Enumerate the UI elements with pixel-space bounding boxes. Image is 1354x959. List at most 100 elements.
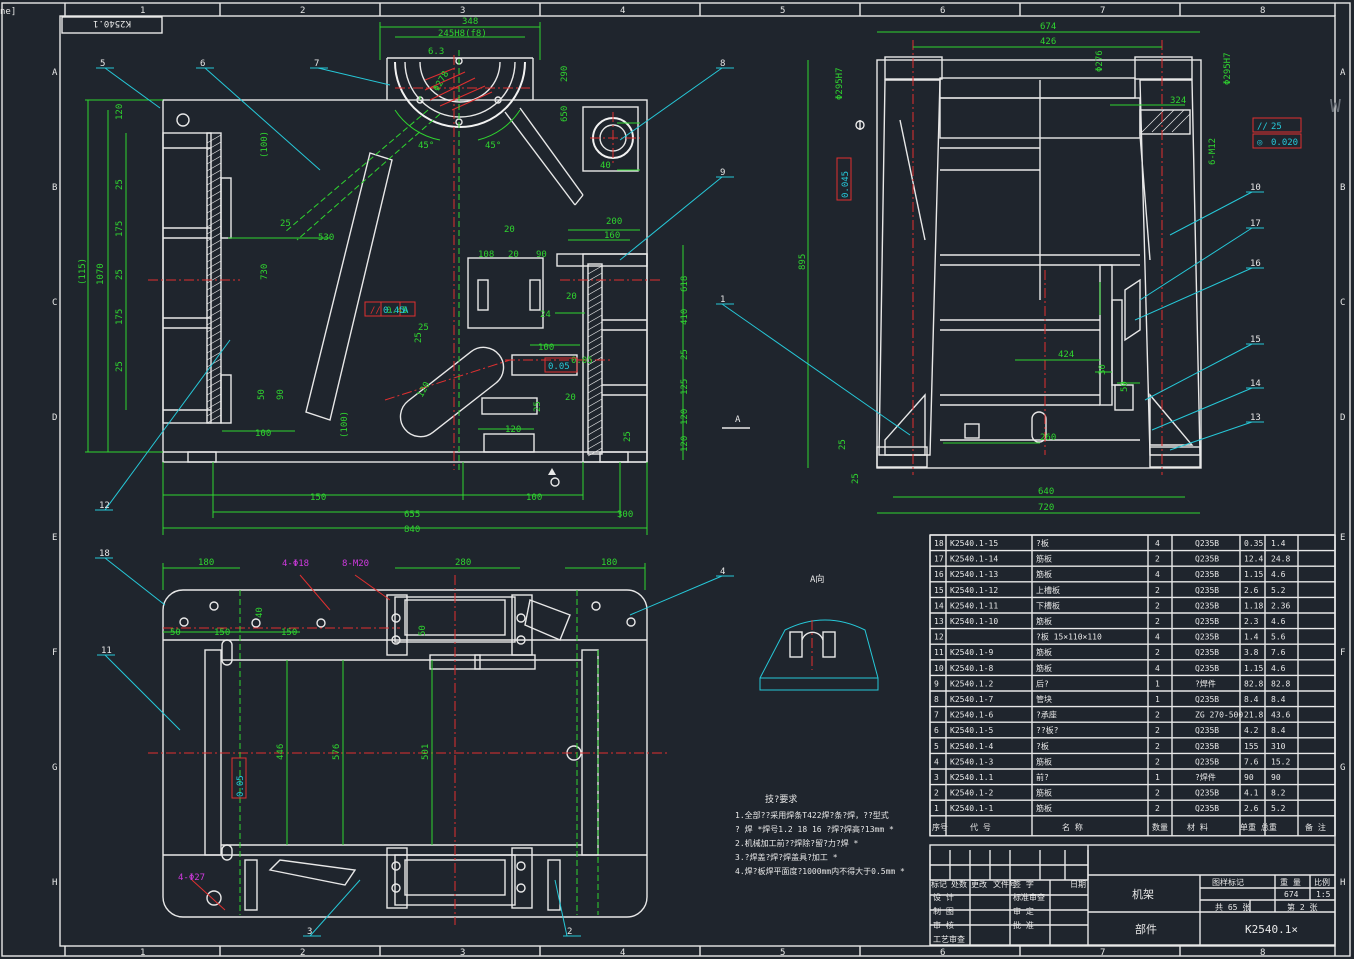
bom-cell: 155 [1244,742,1259,751]
balloon-number: 8 [720,59,725,69]
bom-cell: 8.2 [1271,789,1286,798]
title-block-grid: 标记处数更改文件号签 字日期设 计制 图审 核工艺审查标准审查审 定批 准 [929,850,1089,945]
view-a-detail[interactable]: A向 [759,573,879,691]
bom-header-cell: 材 料 [1187,822,1208,832]
bom-cell: K2540.1-4 [950,742,994,751]
bom-cell: K2540.1.2 [950,679,994,688]
drawing-no-box-flipped [61,16,163,34]
bom-cell: ?板 [1036,538,1049,548]
balloon-number: 14 [1250,379,1261,389]
svg-text:0.05: 0.05 [236,775,246,797]
plan-dim-value: 150 [214,628,230,638]
bom-cell: 2 [934,789,939,798]
svg-text:0.020: 0.020 [1271,138,1298,148]
front-view[interactable]: 348245H8(f8)6.3Φ2782906504045°45°2553020… [78,17,750,535]
inner-border [59,15,1336,947]
bom-cell: 12 [934,633,944,642]
side-dim-value: 720 [1038,503,1054,513]
balloon-leader [721,303,911,436]
bom-cell: 1.18 [1244,601,1263,610]
rev-header-cell: 签 字 [1013,879,1034,889]
svg-text:◎: ◎ [1257,138,1263,148]
bom-cell: 8 [934,695,939,704]
bom-cell: 21.8 [1244,711,1263,720]
front-dim-value: 90 [536,250,547,260]
front-dim-value: 45° [485,141,501,151]
slotted-plate [399,346,505,438]
bom-cell: 1 [1155,679,1160,688]
bom-cell: 9 [934,679,939,688]
bom-cell: 12.4 [1244,555,1263,564]
bom-cell: 2 [1155,804,1160,813]
front-dim-value: (100) [340,411,350,438]
rev-header-cell: 标记 [931,879,947,889]
front-dim-value: 25 [418,323,429,333]
bom-cell: 2 [1155,617,1160,626]
bom-cell: 后? [1036,678,1049,688]
rev-header-cell: 日期 [1070,880,1086,889]
balloon-number: 2 [567,927,572,937]
front-dim-value: 290 [560,66,570,82]
bom-cell: 筋板 [1036,756,1052,766]
balloon-leader [104,557,166,606]
row-zone-label: B [1340,183,1345,193]
front-dim-value: 348 [462,17,478,27]
bom-cell: 4.6 [1271,617,1286,626]
front-dim-value: 650 [560,106,570,122]
row-zone-label: H [1340,878,1345,888]
plan-dim-value: 4-Φ18 [282,559,309,569]
bom-cell: K2540.1-5 [950,726,994,735]
side-tolerance-box-2 [1252,133,1302,149]
bom-cell: K2540.1-11 [950,601,998,610]
bom-cell: 上槽板 [1036,585,1060,595]
row-zone-label: G [52,763,57,773]
bom-cell: 5.6 [1271,633,1286,642]
side-dim-value: 260 [1040,433,1056,443]
bom-cell: 11 [934,648,944,657]
front-dim-value: 730 [260,264,270,280]
bom-cell: 4 [1155,664,1160,673]
bom-cell: 3 [934,773,939,782]
plan-dim-value: 8-M20 [342,559,369,569]
front-dim-value: 120 [115,104,125,120]
bom-cell: Q235B [1195,539,1219,548]
front-dim-value: 25 [115,361,125,372]
bom-cell: 2 [1155,586,1160,595]
technical-requirements: 技?要求 1.全部??采用焊条T422焊?条?焊，??型式 ? 焊 *焊号1.2… [735,793,905,876]
bom-cell: ??板? [1036,725,1059,735]
col-zone-label: 5 [780,948,785,958]
row-zone-label: A [1340,68,1346,78]
bom-cell: 2 [1155,789,1160,798]
side-view[interactable]: 674426Φ295H7Φ276324Φ295H78956-M124243050… [798,22,1302,514]
front-dim-value: 245H8(f8) [438,29,487,39]
plan-dim-value: 4-Φ27 [178,873,205,883]
side-dim-value: 426 [1040,37,1056,47]
balloon-number: 4 [720,567,725,577]
bom-cell: 8.4 [1271,695,1286,704]
front-dim-value: 108 [478,250,494,260]
title-block[interactable]: 标记处数更改文件号签 字日期设 计制 图审 核工艺审查标准审查审 定批 准 机架… [929,844,1336,946]
